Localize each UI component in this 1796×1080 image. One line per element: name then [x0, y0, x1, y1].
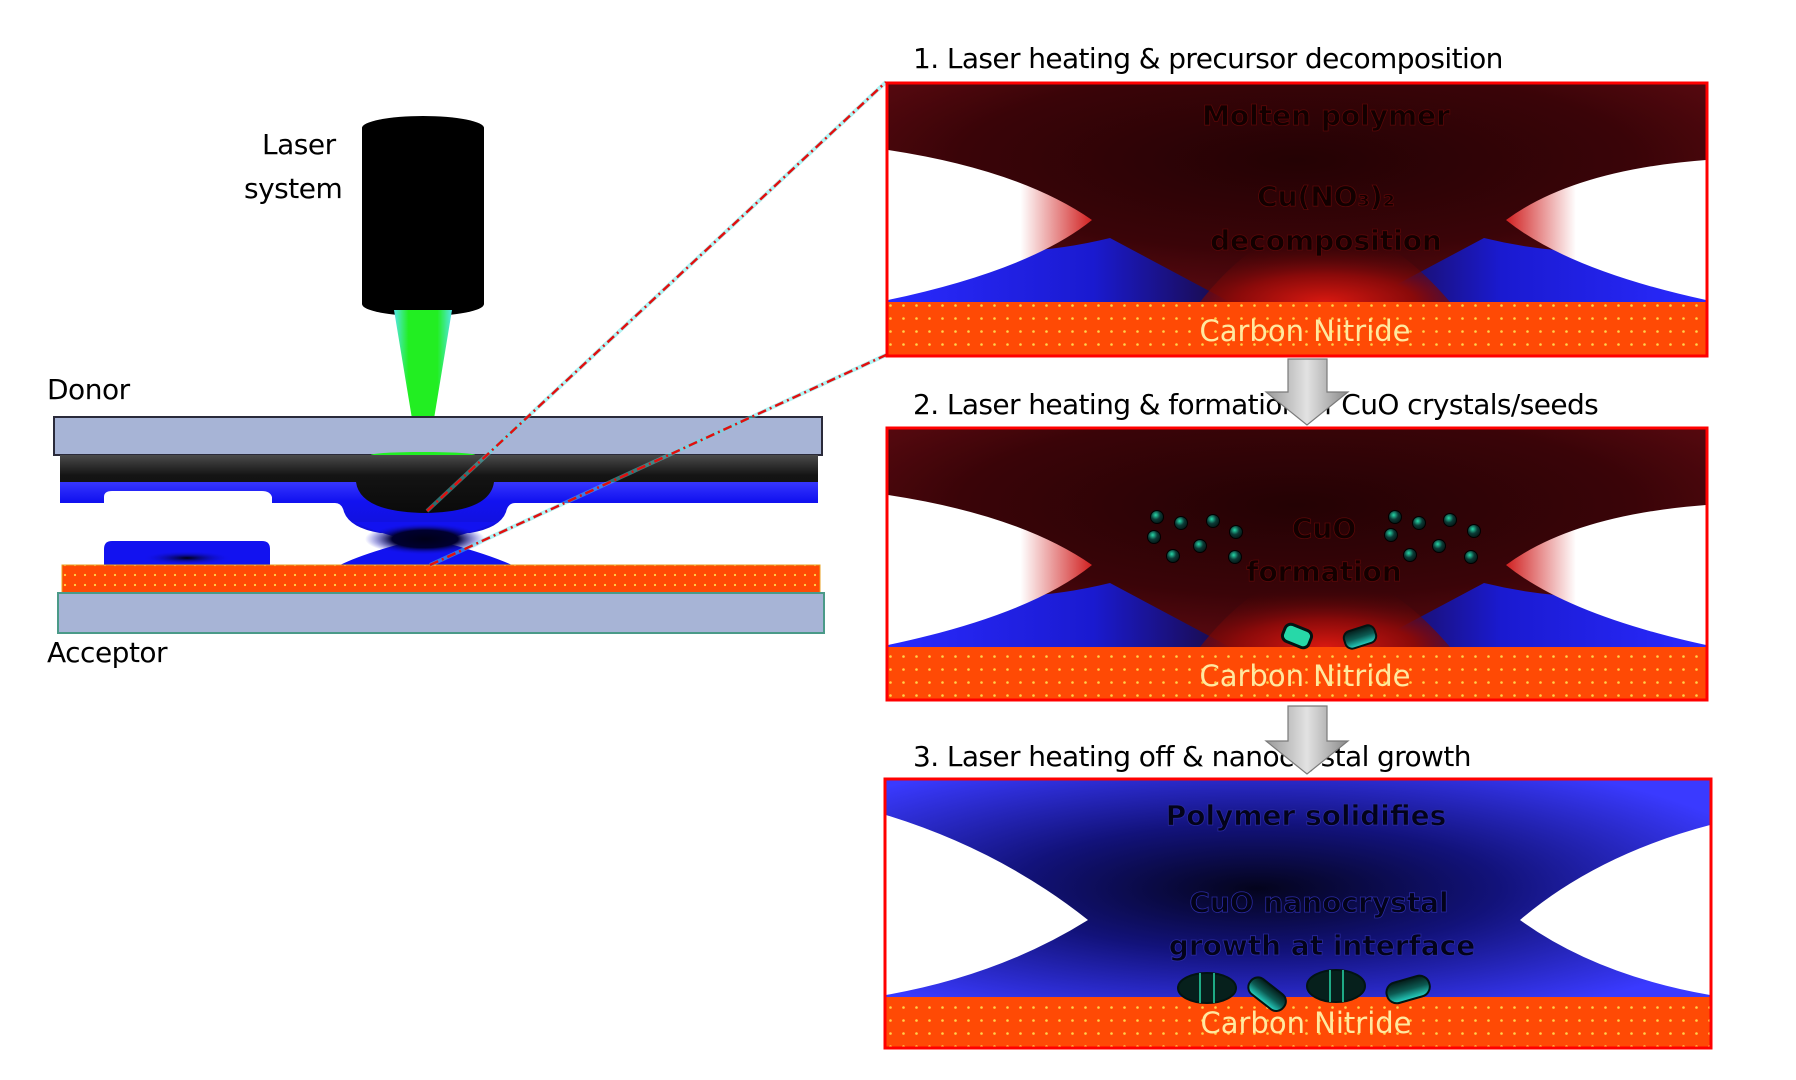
panel-3-substrate-label: Carbon Nitride	[1200, 1006, 1411, 1040]
acceptor-glass	[57, 592, 825, 634]
cuo-seed-2	[1342, 624, 1378, 650]
cuo-particle	[1388, 510, 1402, 524]
cuo-particle	[1228, 550, 1242, 564]
cuo-nanocrystal-4	[1385, 974, 1431, 1005]
cuo-nanocrystal-2	[1247, 976, 1287, 1013]
transfer-neck-shade	[365, 523, 485, 555]
cuo-particle	[1174, 516, 1188, 530]
cuo-particle	[1443, 513, 1457, 527]
laser-beam	[394, 310, 452, 455]
panel-1-text-1: Molten polymer	[1202, 99, 1450, 132]
cuo-particle	[1193, 539, 1207, 553]
cuo-particle	[1384, 528, 1398, 542]
cuo-particle	[1147, 530, 1161, 544]
down-arrow-1	[1264, 358, 1350, 426]
panel-1-text-3: decomposition	[1210, 224, 1442, 257]
acceptor-carbon-nitride	[61, 564, 821, 594]
panel-1-text-2: Cu(NO₃)₂	[1257, 180, 1395, 213]
cuo-particle	[1229, 525, 1243, 539]
panel-3-heading: 3. Laser heating off & nanocrystal growt…	[913, 740, 1471, 773]
panel-2-heading: 2. Laser heating & formation of CuO crys…	[913, 388, 1599, 421]
cuo-particle	[1403, 548, 1417, 562]
cuo-particle	[1206, 514, 1220, 528]
donor-absorber-layer	[60, 455, 818, 513]
panel-1-substrate-label: Carbon Nitride	[1199, 314, 1410, 348]
down-arrow-2	[1264, 705, 1350, 775]
panel-2-substrate-label: Carbon Nitride	[1199, 659, 1410, 693]
panel-2-text-2: formation	[1246, 555, 1401, 588]
cuo-particle	[1432, 539, 1446, 553]
panel-2: CuO formation Carbon Nitride	[885, 426, 1709, 702]
laser-system-label-line2: system	[244, 172, 343, 205]
cuo-nanocrystal-1	[1177, 972, 1237, 1004]
deposited-pad	[104, 541, 270, 565]
cuo-particle	[1464, 550, 1478, 564]
cuo-particle	[1467, 524, 1481, 538]
panel-1: Molten polymer Cu(NO₃)₂ decomposition Ca…	[885, 81, 1709, 358]
callout-line-top	[425, 80, 888, 513]
callout-line-bottom-dash	[429, 353, 887, 567]
cuo-nanocrystal-3	[1306, 969, 1366, 1003]
donor-glass	[53, 416, 823, 456]
donor-label: Donor	[47, 373, 130, 406]
laser-head	[362, 116, 484, 316]
acceptor-label: Acceptor	[47, 636, 168, 669]
panel-3: Polymer solidifies CuO nanocrystal growt…	[883, 777, 1713, 1050]
cuo-particle	[1412, 516, 1426, 530]
cuo-seed-1	[1280, 622, 1314, 650]
cuo-particles	[1147, 510, 1481, 564]
panel-3-text-3: growth at interface	[1169, 929, 1475, 962]
cuo-particle	[1150, 510, 1164, 524]
panel-1-heading: 1. Laser heating & precursor decompositi…	[913, 42, 1503, 75]
laser-system-label-line1: Laser	[262, 128, 336, 161]
cuo-particle	[1166, 549, 1180, 563]
panel-3-text-2: CuO nanocrystal	[1189, 886, 1448, 919]
panel-3-text-1: Polymer solidifies	[1166, 799, 1446, 832]
panel-2-text-1: CuO	[1292, 512, 1356, 545]
